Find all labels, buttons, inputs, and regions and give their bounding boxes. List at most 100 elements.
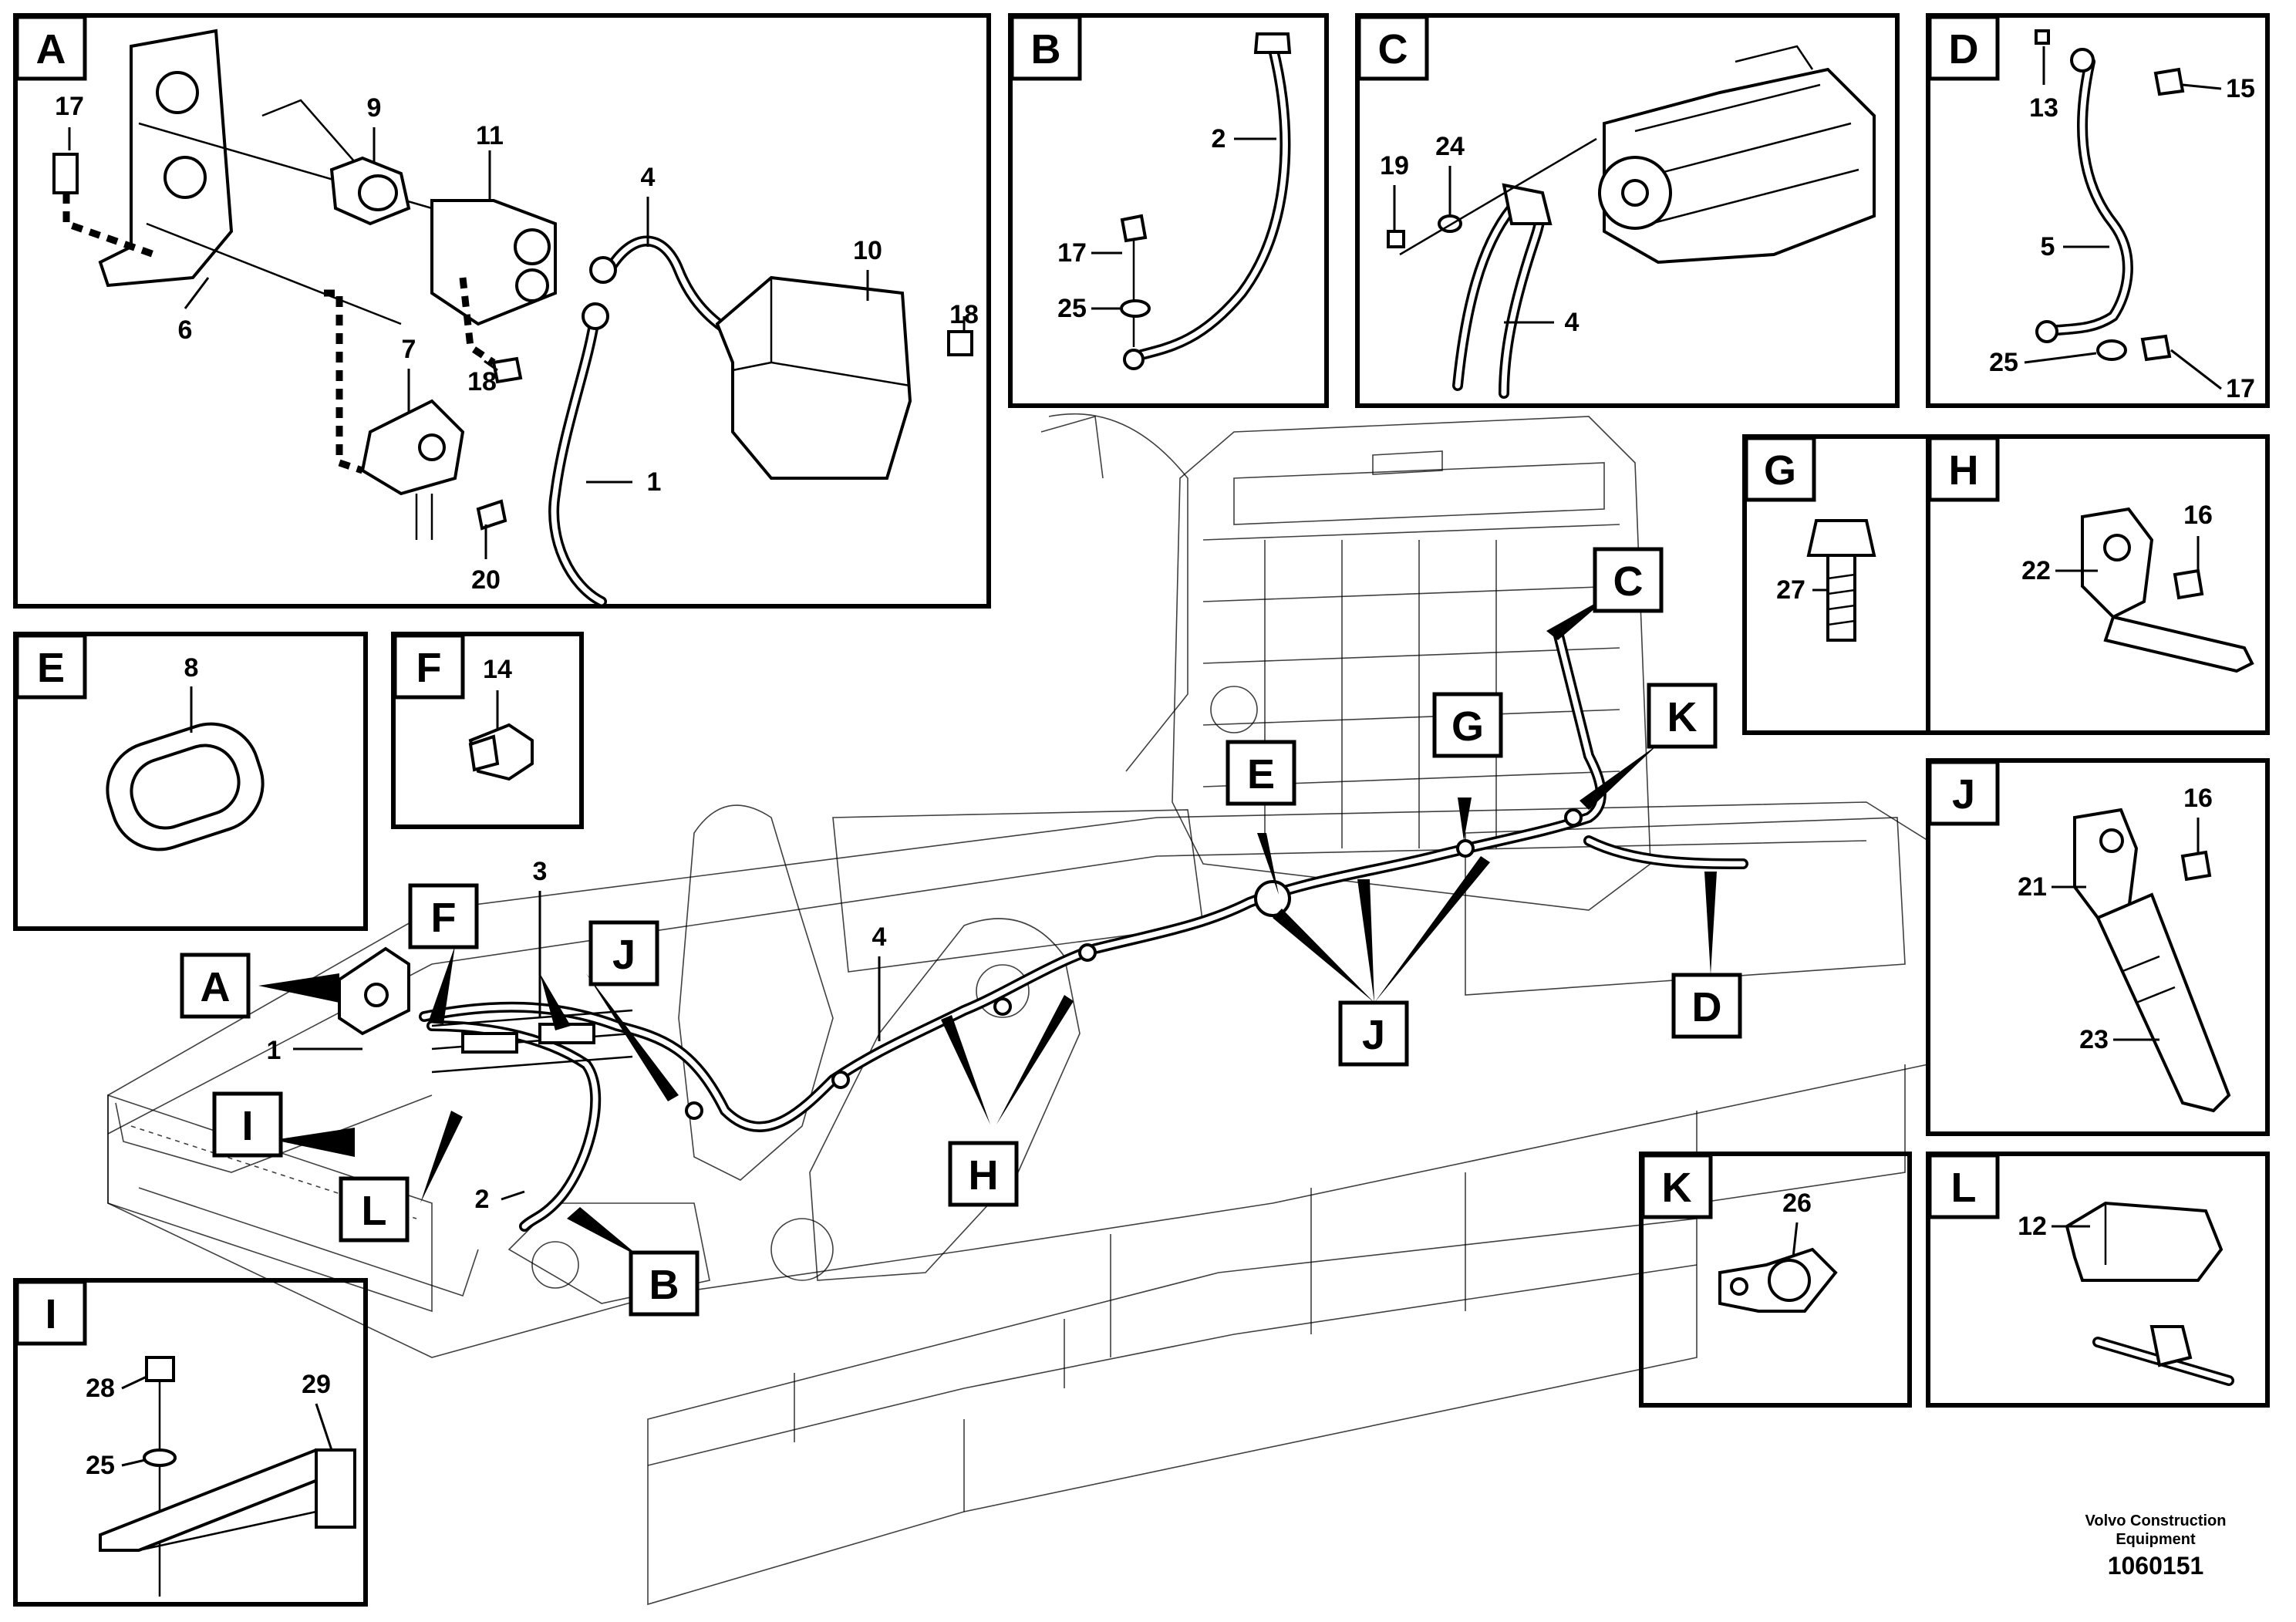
label-i-25: 25 xyxy=(86,1451,115,1480)
panel-letter-g: G xyxy=(1744,436,1816,502)
label-d-5: 5 xyxy=(2041,232,2055,261)
label-c-4: 4 xyxy=(1565,308,1580,337)
svg-text:C: C xyxy=(1613,558,1644,605)
label-main-2: 2 xyxy=(475,1185,490,1214)
label-a-18-right: 18 xyxy=(949,300,979,329)
main-callout-d: D xyxy=(1671,973,1742,1039)
svg-text:B: B xyxy=(1031,26,1061,73)
main-callout-j-left: J xyxy=(588,920,659,986)
panel-e xyxy=(13,632,368,931)
label-f-14: 14 xyxy=(483,655,512,684)
label-c-19: 19 xyxy=(1380,151,1409,180)
label-main-4: 4 xyxy=(872,922,887,952)
main-callout-a: A xyxy=(180,953,251,1019)
label-a-11: 11 xyxy=(476,121,504,150)
panel-letter-d: D xyxy=(1927,15,2000,81)
svg-text:K: K xyxy=(1667,694,1698,740)
panel-j xyxy=(1926,758,2270,1136)
label-b-17: 17 xyxy=(1057,238,1087,268)
svg-text:G: G xyxy=(1451,703,1484,750)
svg-text:E: E xyxy=(37,645,65,691)
svg-text:H: H xyxy=(1949,447,1979,494)
label-main-1: 1 xyxy=(267,1036,282,1065)
svg-text:I: I xyxy=(45,1291,56,1337)
panel-letter-j: J xyxy=(1927,760,2000,826)
panel-k xyxy=(1639,1152,1912,1408)
svg-text:A: A xyxy=(201,964,231,1010)
main-callout-i: I xyxy=(212,1091,283,1158)
panel-letter-a: A xyxy=(15,15,87,81)
panel-letter-l: L xyxy=(1927,1153,2000,1219)
svg-text:H: H xyxy=(969,1152,999,1199)
label-j-16: 16 xyxy=(2183,784,2213,813)
panel-letter-c: C xyxy=(1357,15,1429,81)
main-callout-h: H xyxy=(948,1141,1019,1207)
label-a-1: 1 xyxy=(647,467,662,497)
label-d-25: 25 xyxy=(1989,348,2018,377)
label-d-13: 13 xyxy=(2029,93,2058,123)
svg-text:B: B xyxy=(649,1262,679,1308)
panel-letter-f: F xyxy=(393,633,465,700)
footer-company: Volvo Construction Equipment xyxy=(2085,1512,2227,1548)
label-a-18-mid: 18 xyxy=(467,367,497,396)
main-callout-e: E xyxy=(1226,740,1296,806)
svg-text:D: D xyxy=(1692,984,1722,1030)
svg-text:L: L xyxy=(362,1188,387,1234)
main-callout-c: C xyxy=(1593,547,1664,613)
panel-d xyxy=(1926,13,2270,408)
label-j-21: 21 xyxy=(2018,872,2047,902)
main-callout-j-right: J xyxy=(1338,1000,1409,1067)
label-c-24: 24 xyxy=(1435,132,1465,161)
label-d-15: 15 xyxy=(2226,74,2255,103)
label-a-20: 20 xyxy=(471,565,501,595)
label-b-25: 25 xyxy=(1057,294,1087,323)
panel-letter-i: I xyxy=(15,1280,87,1346)
svg-text:A: A xyxy=(36,26,66,73)
label-a-6: 6 xyxy=(178,315,193,345)
label-d-17: 17 xyxy=(2226,374,2255,403)
label-a-4: 4 xyxy=(641,163,656,192)
leader-lines xyxy=(68,46,2222,1467)
panel-a xyxy=(13,13,991,609)
panel-g xyxy=(1742,434,1930,735)
panel-i xyxy=(13,1278,368,1607)
svg-text:E: E xyxy=(1247,751,1275,798)
panel-letter-e: E xyxy=(15,633,87,700)
label-e-8: 8 xyxy=(184,653,199,683)
main-callout-k: K xyxy=(1647,683,1718,749)
footer-reference-number: 1060151 xyxy=(2107,1552,2204,1580)
main-cable-harness xyxy=(338,627,1748,1232)
panel-h xyxy=(1926,434,2270,735)
main-callout-f: F xyxy=(408,883,479,949)
label-i-28: 28 xyxy=(86,1374,115,1403)
svg-text:I: I xyxy=(241,1103,253,1149)
svg-text:F: F xyxy=(431,895,457,941)
svg-text:J: J xyxy=(1952,771,1975,818)
label-k-26: 26 xyxy=(1782,1189,1812,1218)
panel-f xyxy=(391,632,584,829)
main-callout-g: G xyxy=(1432,692,1503,758)
main-callout-l: L xyxy=(339,1176,410,1243)
label-g-27: 27 xyxy=(1776,575,1805,605)
label-h-16: 16 xyxy=(2183,501,2213,530)
main-callout-b: B xyxy=(629,1250,700,1317)
panel-letter-h: H xyxy=(1927,436,2000,502)
panel-letter-k: K xyxy=(1640,1153,1713,1219)
label-j-23: 23 xyxy=(2079,1025,2109,1054)
svg-text:L: L xyxy=(1951,1165,1977,1211)
svg-text:C: C xyxy=(1378,26,1408,73)
svg-text:F: F xyxy=(416,645,442,691)
panel-letter-b: B xyxy=(1010,15,1082,81)
panel-c xyxy=(1355,13,1900,408)
svg-text:G: G xyxy=(1764,447,1796,494)
label-h-22: 22 xyxy=(2021,556,2051,585)
label-a-17: 17 xyxy=(55,92,84,121)
label-b-2: 2 xyxy=(1212,124,1226,153)
svg-text:J: J xyxy=(1362,1012,1385,1058)
svg-text:K: K xyxy=(1662,1165,1692,1211)
label-a-7: 7 xyxy=(402,335,416,364)
svg-text:J: J xyxy=(612,932,636,978)
panel-b xyxy=(1008,13,1329,408)
